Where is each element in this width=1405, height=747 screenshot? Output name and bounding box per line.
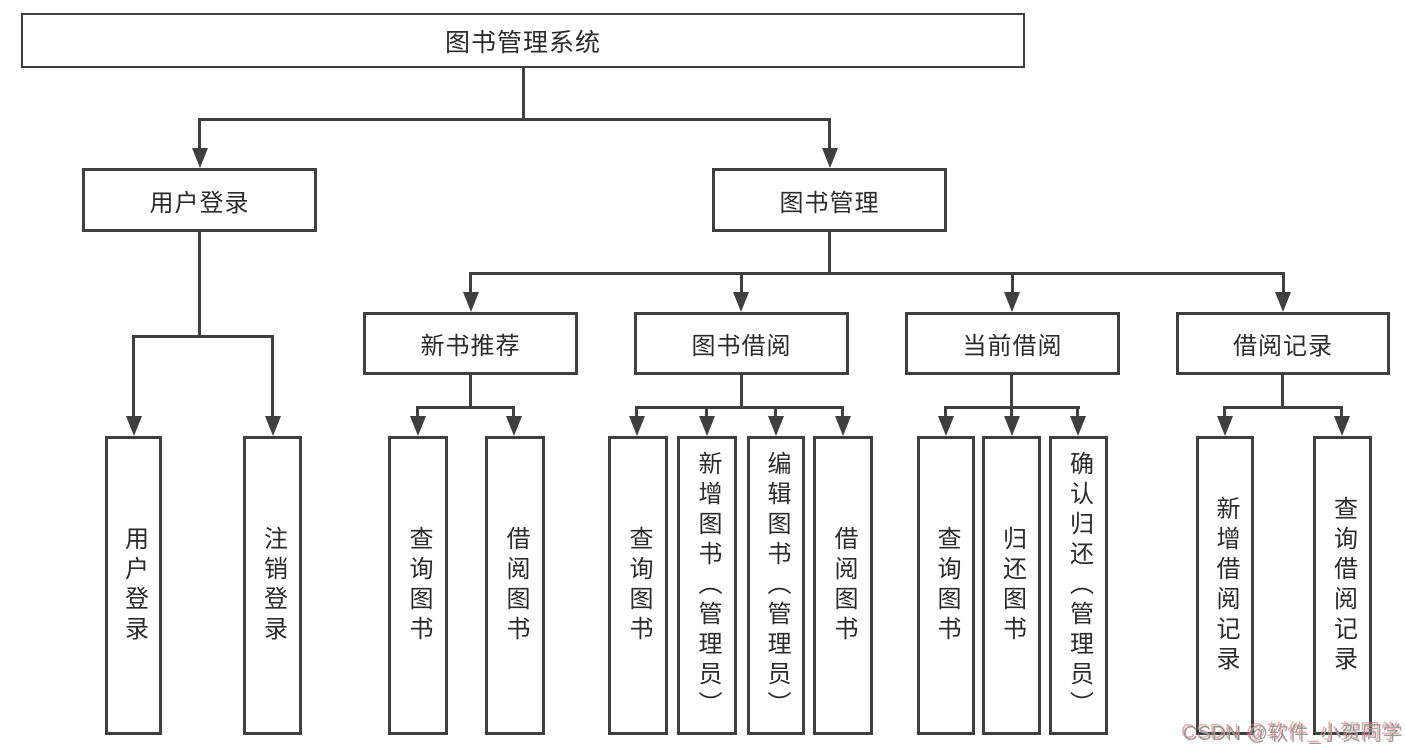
node-library-system: 图书管理系统 (21, 13, 1025, 68)
node-book-borrowing-label: 图书借阅 (691, 333, 792, 360)
leaf-add-borrow-record-label: 新增借阅记录 (1212, 495, 1239, 676)
leaf-borrow-books: 借阅图书 (813, 436, 873, 735)
connector-to-new-book (469, 272, 472, 292)
node-book-borrowing: 图书借阅 (634, 312, 849, 375)
leaf-query-books-borrow-label: 查询图书 (625, 525, 652, 646)
leaf-query-books-current-label: 查询图书 (933, 525, 960, 646)
arrow-to-current-borrow (1004, 292, 1020, 312)
leaf-query-books-recommend-label: 查询图书 (405, 525, 432, 646)
connector-root-split (198, 118, 831, 121)
arrow-bb-leaf2 (699, 416, 715, 436)
arrow-to-leaf-logout (265, 416, 281, 436)
leaf-confirm-return-admin-label: 确认归还（管理员） (1065, 450, 1093, 721)
node-user-login-label: 用户登录 (149, 189, 250, 217)
arrow-to-new-book (463, 292, 479, 312)
connector-nb-leaf2 (512, 406, 515, 416)
node-current-borrowing-label: 当前借阅 (962, 333, 1063, 360)
connector-new-book-split (416, 406, 515, 409)
leaf-logout-label: 注销登录 (259, 525, 287, 646)
leaf-borrow-books-recommend: 借阅图书 (485, 436, 545, 735)
arrow-nb-leaf2 (506, 416, 522, 436)
arrow-cb-leaf2 (1004, 416, 1020, 436)
node-library-system-label: 图书管理系统 (444, 28, 601, 57)
arrow-to-borrow-records (1275, 292, 1291, 312)
node-book-management: 图书管理 (712, 168, 947, 232)
connector-bb-leaf2 (705, 406, 708, 416)
connector-book-mgmt-stem (828, 232, 831, 272)
connector-user-login-split (132, 335, 274, 338)
connector-to-book-management (828, 118, 831, 148)
arrow-br-leaf2 (1334, 416, 1350, 436)
arrow-nb-leaf1 (410, 416, 426, 436)
connector-borrow-records-stem (1281, 375, 1284, 406)
arrow-bb-leaf1 (629, 416, 645, 436)
leaf-edit-books-admin-label: 编辑图书（管理员） (763, 450, 790, 721)
connector-book-mgmt-split (469, 272, 1285, 275)
arrow-cb-leaf1 (938, 416, 954, 436)
leaf-borrow-books-label: 借阅图书 (830, 525, 857, 646)
node-user-login: 用户登录 (82, 168, 317, 232)
connector-bb-leaf3 (774, 406, 777, 416)
leaf-query-borrow-record-label: 查询借阅记录 (1329, 495, 1357, 676)
csdn-watermark: CSDN @软件_小贺同学 (1183, 723, 1404, 745)
arrow-br-leaf1 (1217, 416, 1233, 436)
connector-cb-leaf2 (1010, 406, 1013, 416)
leaf-borrow-books-recommend-label: 借阅图书 (502, 525, 529, 646)
leaf-return-books-label: 归还图书 (998, 525, 1026, 646)
leaf-query-books-recommend: 查询图书 (388, 436, 448, 735)
node-borrowing-records: 借阅记录 (1176, 312, 1390, 375)
connector-to-current-borrow (1011, 272, 1014, 292)
leaf-return-books: 归还图书 (982, 436, 1041, 735)
leaf-add-borrow-record: 新增借阅记录 (1196, 436, 1254, 735)
arrow-bb-leaf4 (835, 416, 851, 436)
connector-book-borrow-stem (740, 375, 743, 406)
connector-borrow-records-split (1223, 406, 1343, 409)
connector-to-borrow-records (1282, 272, 1285, 292)
leaf-add-books-admin: 新增图书（管理员） (677, 436, 737, 735)
leaf-confirm-return-admin: 确认归还（管理员） (1049, 436, 1108, 735)
connector-nb-leaf1 (416, 406, 419, 416)
leaf-query-books-current: 查询图书 (917, 436, 975, 735)
connector-cb-leaf1 (944, 406, 947, 416)
leaf-query-borrow-record: 查询借阅记录 (1313, 436, 1372, 735)
node-borrowing-records-label: 借阅记录 (1233, 333, 1333, 360)
arrow-to-book-borrow (733, 292, 749, 312)
arrow-bb-leaf3 (768, 416, 784, 436)
connector-br-leaf1 (1223, 406, 1226, 416)
connector-new-book-stem (469, 375, 472, 406)
node-new-book-recommend-label: 新书推荐 (420, 333, 521, 360)
connector-to-leaf-user-login (132, 335, 135, 416)
node-book-management-label: 图书管理 (779, 189, 880, 217)
connector-to-book-borrow (740, 272, 743, 292)
connector-bb-leaf1 (635, 406, 638, 416)
arrow-cb-leaf3 (1070, 416, 1086, 436)
connector-current-borrow-stem (1010, 375, 1013, 406)
leaf-logout: 注销登录 (243, 436, 302, 735)
connector-user-login-stem (198, 232, 201, 335)
connector-to-user-login (198, 118, 201, 148)
leaf-query-books-borrow: 查询图书 (608, 436, 668, 735)
connector-to-leaf-logout (271, 335, 274, 416)
connector-cb-leaf3 (1076, 406, 1079, 416)
arrow-to-book-management (822, 148, 838, 168)
connector-root-stem (522, 68, 525, 118)
node-new-book-recommend: 新书推荐 (363, 312, 578, 375)
connector-bb-leaf4 (841, 406, 844, 416)
node-current-borrowing: 当前借阅 (905, 312, 1120, 375)
arrow-to-user-login (192, 148, 208, 168)
connector-br-leaf2 (1340, 406, 1343, 416)
leaf-add-books-admin-label: 新增图书（管理员） (694, 450, 721, 721)
leaf-user-login-label: 用户登录 (120, 525, 148, 646)
connector-book-borrow-split (635, 406, 844, 409)
arrow-to-leaf-user-login (126, 416, 142, 436)
leaf-user-login: 用户登录 (105, 436, 162, 735)
leaf-edit-books-admin: 编辑图书（管理员） (747, 436, 805, 735)
